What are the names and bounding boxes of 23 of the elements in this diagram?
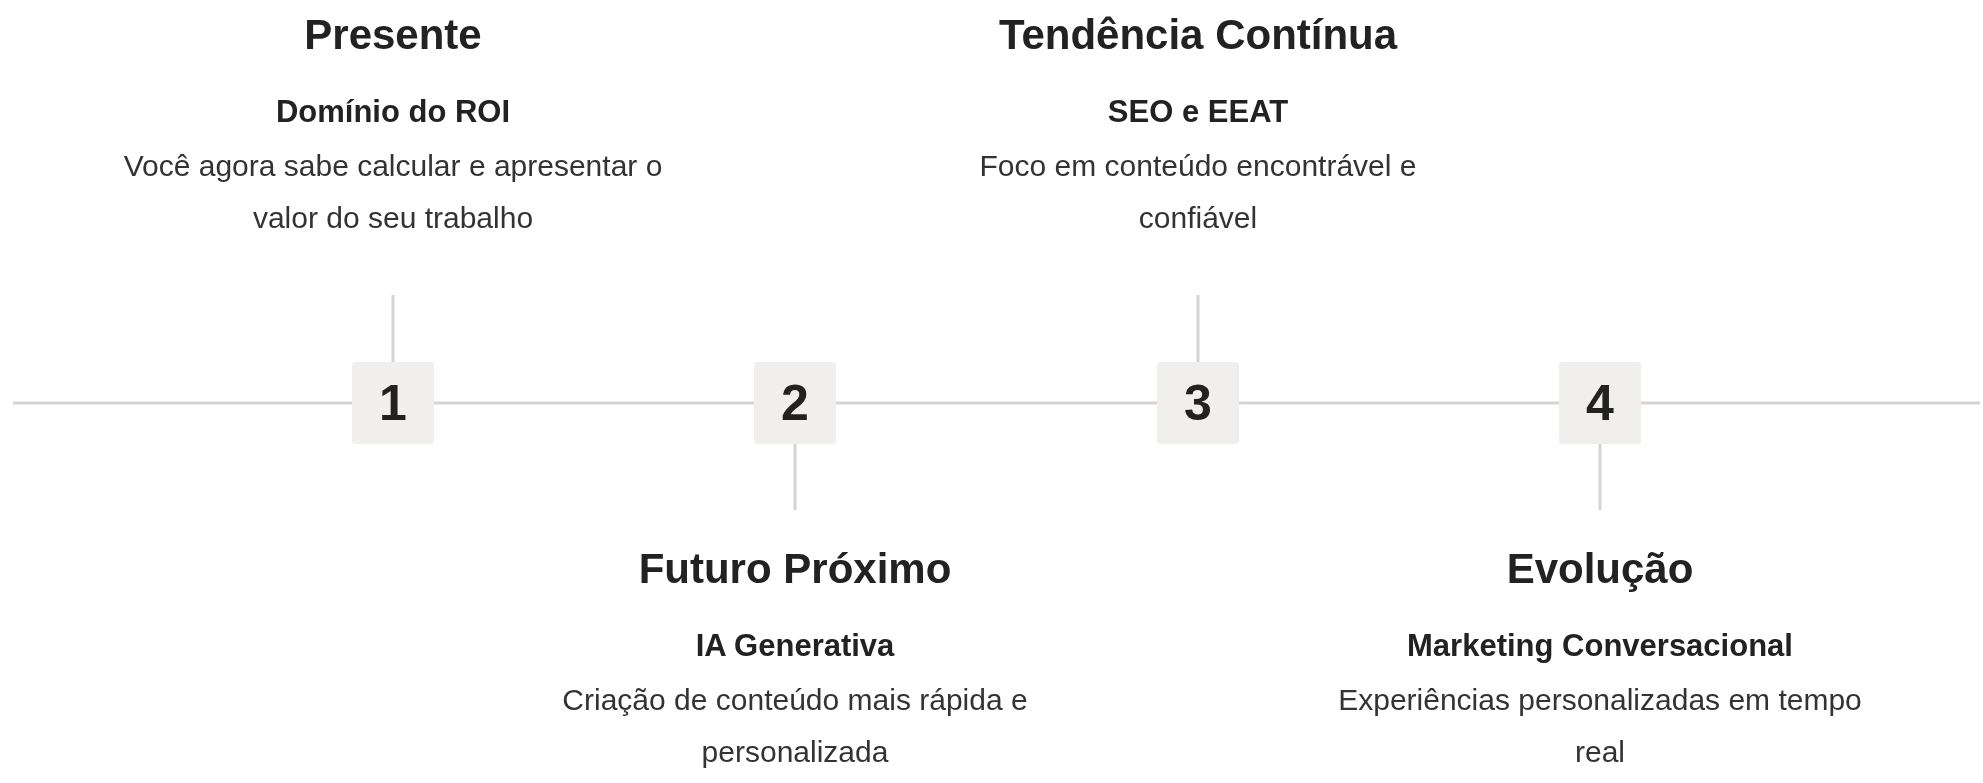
- step-number-box: 2: [754, 362, 836, 444]
- stage-description: Experiências personalizadas em tempo real: [1337, 682, 1863, 770]
- connector-line: [391, 295, 395, 362]
- connector-line: [1196, 295, 1200, 362]
- connector-line: [1598, 444, 1602, 510]
- step-number-box: 3: [1157, 362, 1239, 444]
- connector-line: [836, 401, 1157, 405]
- stage-title: Evolução: [1506, 544, 1694, 594]
- stage-description: Foco em conteúdo encontrável e confiável: [978, 148, 1418, 236]
- stage-subtitle: Domínio do ROI: [275, 94, 511, 130]
- stage-title: Tendência Contínua: [998, 10, 1398, 60]
- step-number-box: 4: [1559, 362, 1641, 444]
- connector-line: [1239, 401, 1559, 405]
- stage-title: Presente: [304, 10, 482, 60]
- stage-description: Criação de conteúdo mais rápida e personalizada: [561, 682, 1029, 770]
- stage-subtitle: Marketing Conversacional: [1407, 628, 1793, 664]
- stage-subtitle: IA Generativa: [695, 628, 895, 664]
- connector-line: [793, 444, 797, 510]
- stage-title: Futuro Próximo: [638, 544, 952, 594]
- stage-description: Você agora sabe calcular e apresentar o valor do seu trabalho: [122, 148, 664, 236]
- connector-line: [434, 401, 754, 405]
- step-number-box: 1: [352, 362, 434, 444]
- stage-subtitle: SEO e EEAT: [1107, 94, 1289, 130]
